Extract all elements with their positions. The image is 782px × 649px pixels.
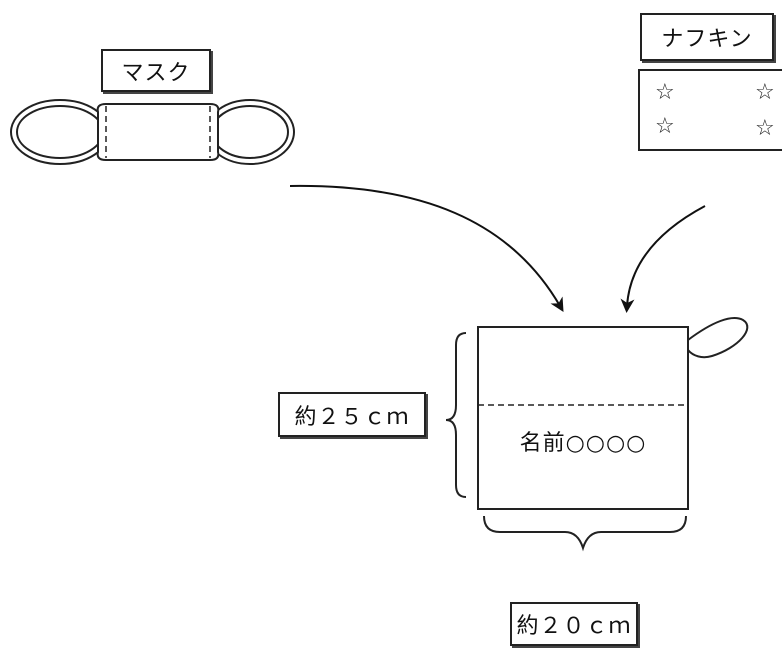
mask-illustration xyxy=(10,99,295,165)
bag-name-text: 名前○○○○ xyxy=(519,431,647,456)
mask-left-ear-loop xyxy=(10,99,110,165)
napkin-label: ナフキン xyxy=(640,13,774,61)
bag-body xyxy=(477,326,689,510)
mask-body xyxy=(96,103,220,161)
mask-label: マスク xyxy=(101,49,211,92)
star-icon: ☆ xyxy=(655,80,675,105)
star-icon: ☆ xyxy=(755,80,775,105)
bag-illustration xyxy=(477,317,749,510)
width-brace xyxy=(483,515,687,552)
mask-left-ear-loop-inner xyxy=(16,105,104,159)
height-dimension-label: 約２５ｃｍ xyxy=(278,392,426,437)
mask-right-ear-loop-inner xyxy=(211,105,289,159)
bag-hanging-loop xyxy=(687,317,749,359)
star-icon: ☆ xyxy=(755,116,775,141)
napkin-body xyxy=(638,69,782,151)
height-brace xyxy=(445,332,467,498)
width-dimension-label: 約２０ｃｍ xyxy=(510,602,638,646)
star-icon: ☆ xyxy=(655,114,675,139)
napkin-illustration: ☆ ☆ ☆ ☆ xyxy=(638,69,782,151)
napkin-to-bag-arrow xyxy=(620,205,706,313)
mask-to-bag-arrow xyxy=(289,184,564,313)
